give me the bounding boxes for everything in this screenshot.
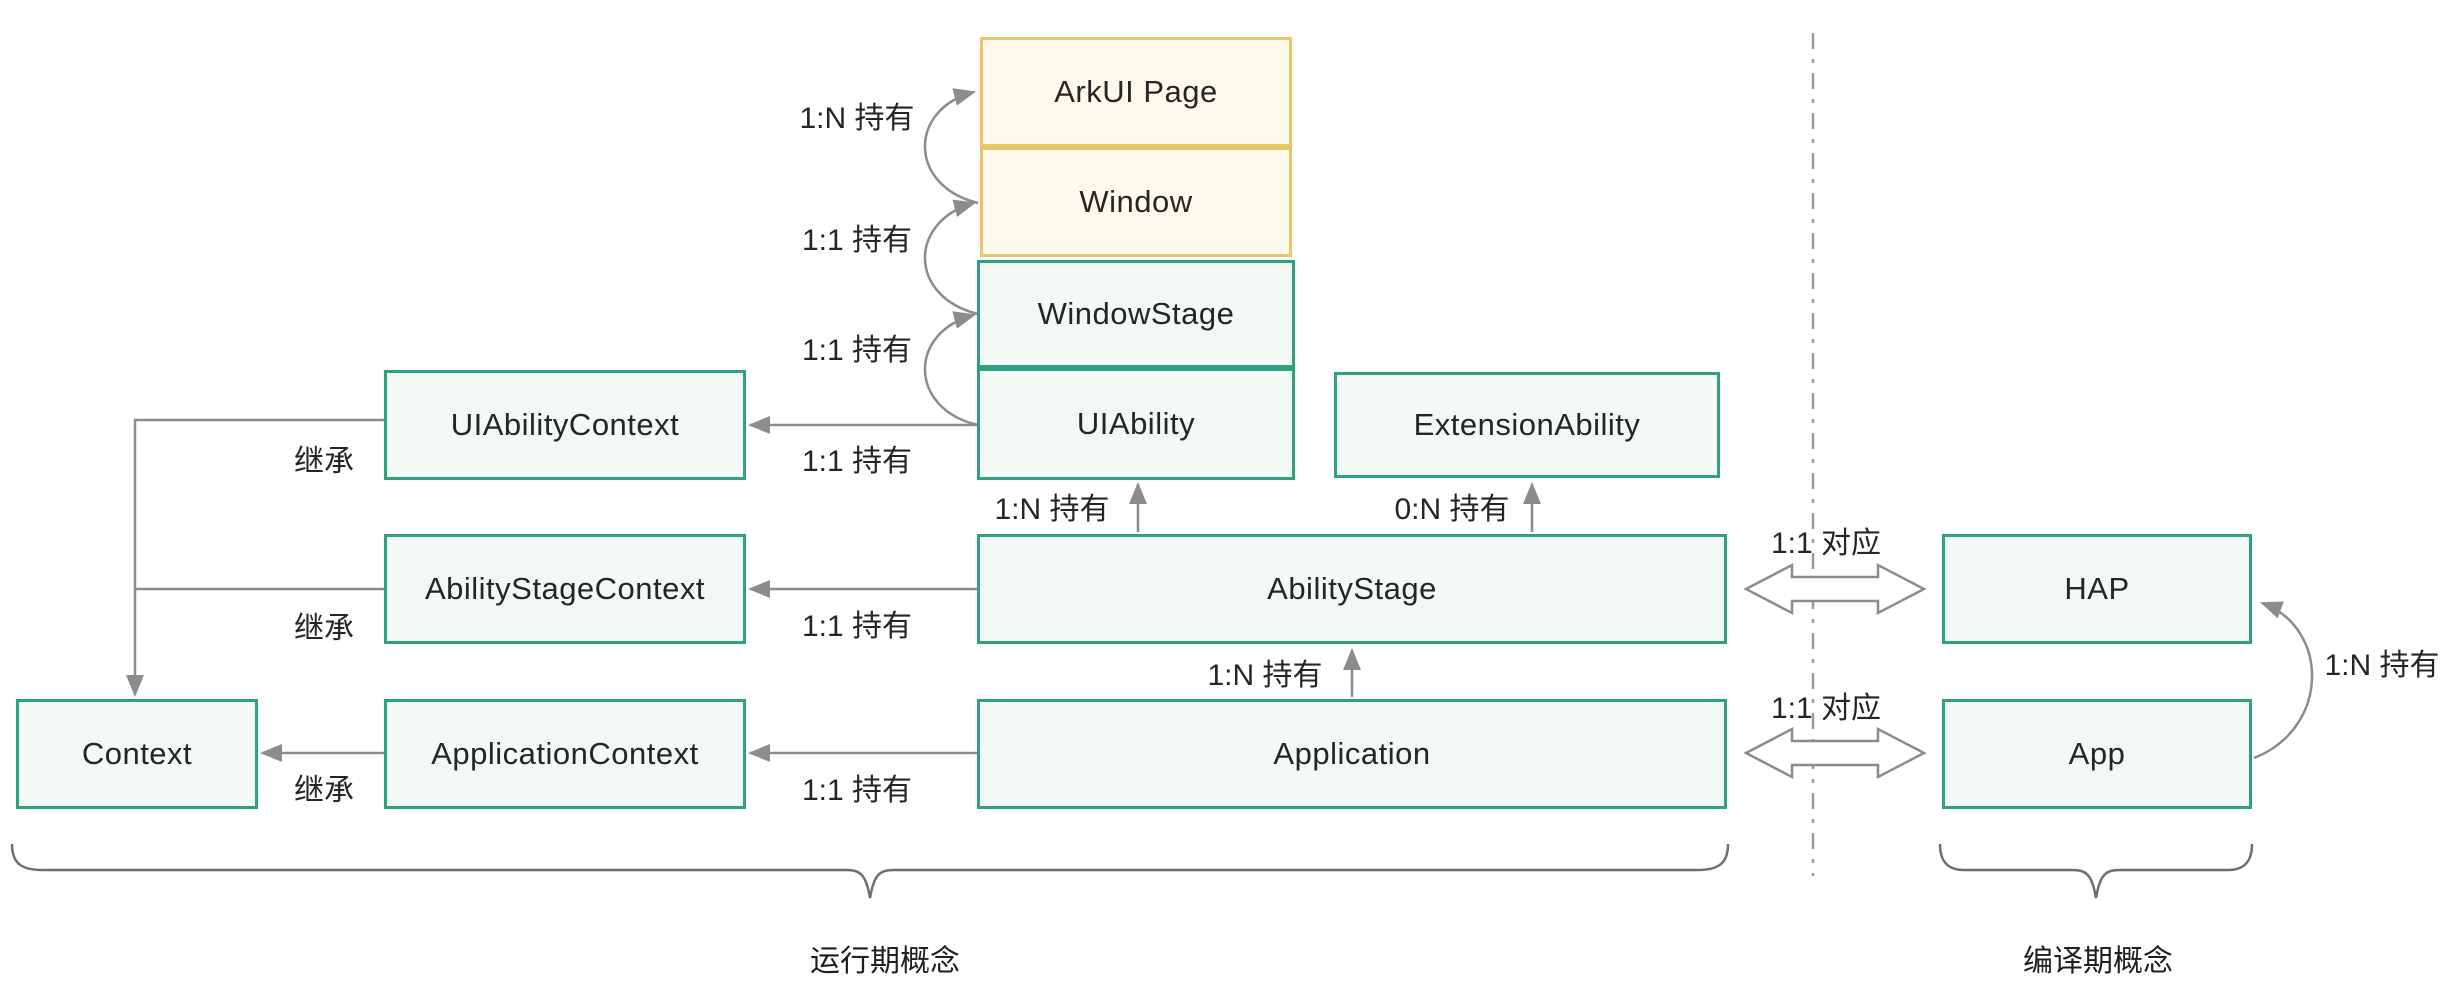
- label-abilitystage-corresponds-hap: 1:1 对应: [1770, 527, 1882, 560]
- box-ui-ability-label: UIAbility: [1076, 406, 1196, 441]
- box-arkui-page: ArkUI Page: [980, 37, 1292, 147]
- box-window-stage-label: WindowStage: [1037, 296, 1235, 331]
- label-uiability-holds-uiabilitycontext: 1:1 持有: [801, 445, 913, 478]
- double-arrow-abilitystage-hap: [1743, 562, 1927, 616]
- box-hap-label: HAP: [2064, 571, 2130, 606]
- label-application-holds-applicationcontext: 1:1 持有: [801, 774, 913, 807]
- label-windowstage-holds-window: 1:1 持有: [801, 224, 913, 257]
- label-abilitystage-holds-uiability: 1:N 持有: [994, 493, 1110, 526]
- box-ability-stage-context: AbilityStageContext: [384, 534, 746, 644]
- box-application-context: ApplicationContext: [384, 699, 746, 809]
- label-window-holds-arkuipage: 1:N 持有: [799, 102, 915, 135]
- label-abilitystage-holds-abilitystagecontext: 1:1 持有: [801, 610, 913, 643]
- box-ability-stage: AbilityStage: [977, 534, 1727, 644]
- double-arrow-application-app: [1743, 726, 1927, 780]
- box-extension-ability-label: ExtensionAbility: [1413, 407, 1641, 442]
- arc-app-holds-hap: [2253, 601, 2314, 760]
- runtime-concepts-caption: 运行期概念: [810, 945, 960, 978]
- box-application-label: Application: [1273, 736, 1431, 771]
- box-ui-ability-context: UIAbilityContext: [384, 370, 746, 480]
- box-window: Window: [980, 147, 1292, 257]
- box-app: App: [1942, 699, 2252, 809]
- box-window-stage: WindowStage: [977, 260, 1295, 368]
- arc-windowstage-holds-window: [923, 199, 979, 316]
- line-uiabilitycontext-inherit: [126, 418, 384, 697]
- label-abilitystage-holds-extensionability: 0:N 持有: [1394, 493, 1510, 526]
- box-app-label: App: [2068, 736, 2126, 771]
- label-application-corresponds-app: 1:1 对应: [1770, 692, 1882, 725]
- arc-window-holds-arkuipage: [923, 88, 979, 205]
- label-abilitystagecontext-inherits: 继承: [294, 612, 354, 645]
- runtime-brace: [10, 843, 1730, 899]
- box-context: Context: [16, 699, 258, 809]
- compile-brace: [1938, 843, 2254, 899]
- label-application-holds-abilitystage: 1:N 持有: [1207, 659, 1323, 692]
- box-ability-stage-label: AbilityStage: [1267, 571, 1437, 606]
- box-ability-stage-context-label: AbilityStageContext: [424, 571, 706, 606]
- box-extension-ability: ExtensionAbility: [1334, 372, 1720, 478]
- label-app-holds-hap: 1:N 持有: [2324, 649, 2440, 682]
- box-application-context-label: ApplicationContext: [431, 736, 699, 771]
- box-ui-ability: UIAbility: [977, 368, 1295, 480]
- box-ui-ability-context-label: UIAbilityContext: [450, 407, 680, 442]
- arc-uiability-holds-windowstage: [923, 311, 979, 427]
- box-hap: HAP: [1942, 534, 2252, 644]
- label-applicationcontext-inherits: 继承: [294, 774, 354, 807]
- box-application: Application: [977, 699, 1727, 809]
- box-window-label: Window: [1079, 184, 1193, 219]
- label-uiability-holds-windowstage: 1:1 持有: [801, 334, 913, 367]
- box-arkui-page-label: ArkUI Page: [1054, 74, 1218, 109]
- compile-concepts-caption: 编译期概念: [2023, 945, 2173, 978]
- label-uiabilitycontext-inherits: 继承: [294, 445, 354, 478]
- box-context-label: Context: [81, 736, 193, 771]
